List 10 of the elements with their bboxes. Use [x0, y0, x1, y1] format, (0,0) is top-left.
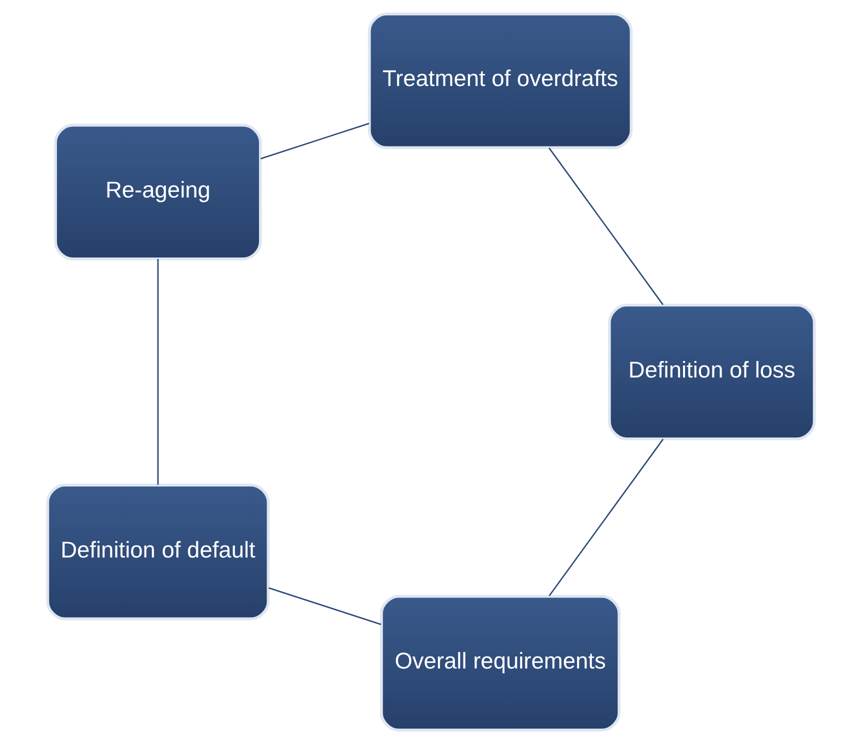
- node-box: Overall requirements: [380, 594, 621, 732]
- connector: [260, 122, 370, 160]
- node-box: Treatment of overdrafts: [368, 12, 633, 150]
- connector: [157, 258, 159, 485]
- connector: [268, 587, 382, 626]
- node-box: Definition of default: [46, 484, 270, 620]
- node-box: Definition of loss: [608, 304, 816, 440]
- node-box: Re-ageing: [54, 124, 262, 260]
- connector: [548, 438, 664, 596]
- connector: [548, 148, 664, 306]
